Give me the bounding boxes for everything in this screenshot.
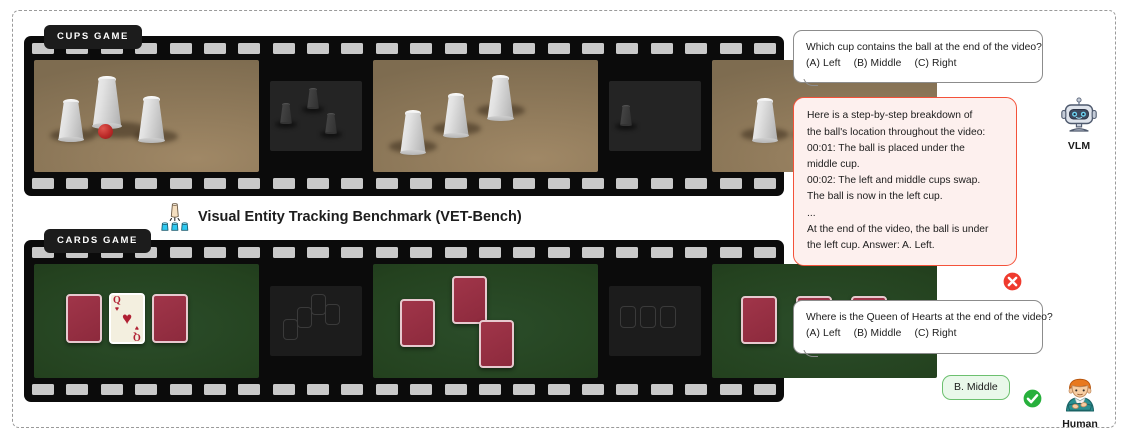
vlm-answer-line: the left cup. Answer: A. Left. [807, 240, 935, 252]
human-question-options: (A) Left (B) Middle (C) Right [806, 326, 1031, 342]
cards-transition-frame-2 [609, 285, 701, 357]
human-answer-pill: B. Middle [942, 375, 1010, 400]
option-c[interactable]: (C) Right [914, 328, 957, 340]
human-avatar-group: Human [1053, 374, 1107, 430]
vlm-answer-bubble: Here is a step-by-step breakdown of the … [793, 97, 1017, 267]
option-a[interactable]: (A) Left [806, 58, 841, 70]
shell-game-icon [160, 202, 190, 232]
cups-frame-2 [373, 60, 598, 172]
vlm-question-prompt: Which cup contains the ball at the end o… [806, 42, 1042, 53]
vlm-answer-line: middle cup. [807, 159, 860, 171]
card-center-suit: ♥ [121, 308, 133, 328]
vlm-question-bubble: Which cup contains the ball at the end o… [793, 30, 1043, 87]
human-question-prompt: Where is the Queen of Hearts at the end … [806, 312, 1053, 324]
vlm-answer-line: At the end of the video, the ball is und… [807, 223, 989, 235]
cross-mark-icon [1002, 271, 1023, 292]
bubble-tail [802, 349, 818, 362]
outer-dashed-border [12, 10, 1116, 428]
check-mark-icon [1022, 388, 1043, 409]
vlm-answer-line: 00:01: The ball is placed under the [807, 142, 965, 154]
page-title: Visual Entity Tracking Benchmark (VET-Be… [160, 202, 522, 232]
film-perforations-top [32, 43, 776, 54]
cards-game-label: CARDS GAME [44, 229, 151, 253]
conversation-column: Which cup contains the ball at the end o… [793, 30, 1053, 357]
robot-icon [1059, 97, 1099, 140]
cups-filmstrip [24, 36, 937, 196]
cups-frame-1 [34, 60, 259, 172]
cups-transition-frame-1 [270, 81, 362, 151]
red-ball [98, 124, 113, 139]
person-icon [1060, 378, 1100, 418]
page-title-text: Visual Entity Tracking Benchmark (VET-Be… [198, 209, 522, 225]
card-rank-pip-2: Q ♥ [133, 324, 141, 343]
cards-filmstrip: Q ♥ ♥ Q ♥ [24, 240, 937, 402]
cups-frame-list [34, 60, 937, 172]
vlm-answer-line: The ball is now in the left cup. [807, 191, 943, 203]
cards-frame-1: Q ♥ ♥ Q ♥ [34, 264, 259, 378]
vlm-answer-line: ... [807, 207, 816, 219]
card-rank-pip: Q ♥ [113, 295, 121, 313]
option-b[interactable]: (B) Middle [853, 58, 902, 70]
film-perforations-bottom [32, 178, 776, 189]
queen-of-hearts-card: Q ♥ ♥ Q ♥ [109, 293, 145, 344]
human-answer-text: B. Middle [954, 381, 998, 393]
vlm-avatar-group: VLM [1052, 96, 1106, 152]
option-b[interactable]: (B) Middle [853, 328, 902, 340]
bubble-tail [802, 79, 818, 91]
cards-frame-2 [373, 264, 598, 378]
cards-frame-list: Q ♥ ♥ Q ♥ [34, 264, 937, 378]
option-a[interactable]: (A) Left [806, 328, 841, 340]
vlm-answer-line: the ball's location throughout the video… [807, 126, 986, 138]
cups-game-label: CUPS GAME [44, 25, 142, 49]
film-perforations-bottom [32, 384, 776, 395]
cups-transition-frame-2 [609, 81, 701, 151]
vlm-label: VLM [1067, 140, 1091, 152]
human-question-bubble: Where is the Queen of Hearts at the end … [793, 300, 1053, 357]
vlm-answer-line: 00:02: The left and middle cups swap. [807, 175, 981, 187]
vlm-answer-line: Here is a step-by-step breakdown of [807, 110, 973, 122]
human-label: Human [1062, 418, 1098, 430]
option-c[interactable]: (C) Right [914, 58, 957, 70]
cards-transition-frame-1 [270, 285, 362, 357]
vlm-question-options: (A) Left (B) Middle (C) Right [806, 56, 1031, 72]
